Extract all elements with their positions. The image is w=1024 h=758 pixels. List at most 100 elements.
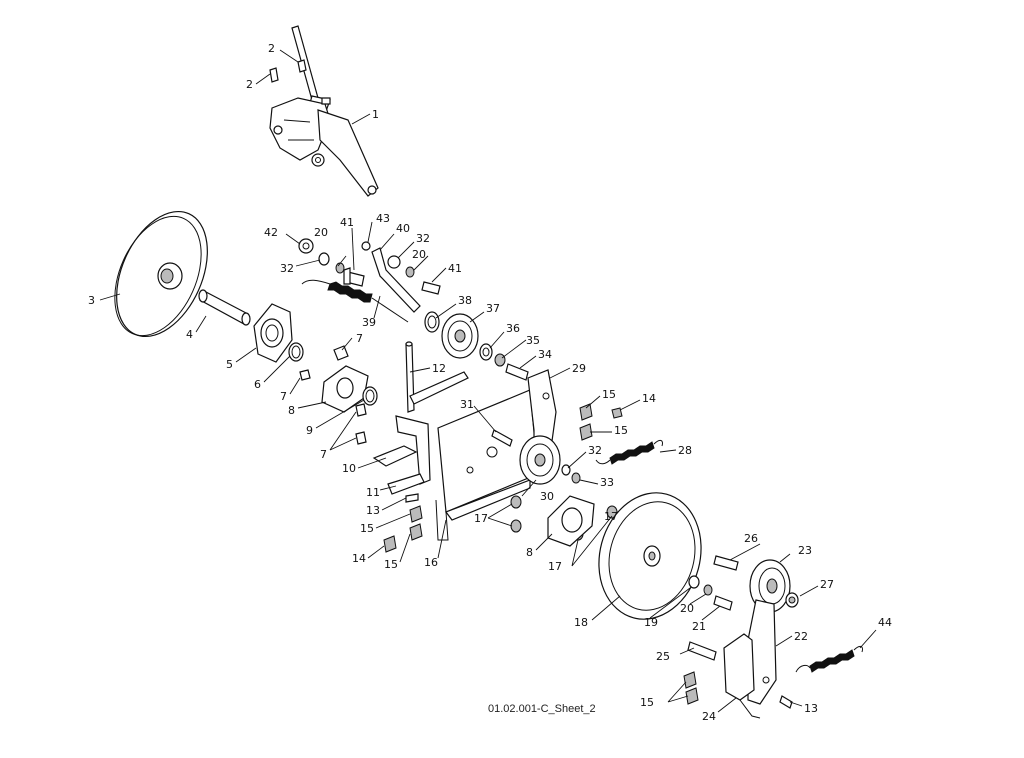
part-nut-35	[494, 353, 506, 367]
part-shift-lever	[269, 25, 379, 197]
part-bolts-15-14-upper	[579, 403, 623, 441]
callout-15a: 15	[360, 522, 374, 535]
callout-9: 9	[306, 424, 313, 437]
part-bracket-24	[723, 633, 761, 719]
part-flange-8-lower	[547, 495, 595, 547]
callout-29: 29	[572, 362, 586, 375]
part-bolts-15-lower	[683, 671, 699, 705]
part-bolt-25	[687, 641, 717, 661]
part-ring-6	[288, 342, 304, 362]
part-flange-8-upper	[321, 365, 369, 413]
callout-2a: 2	[268, 42, 275, 55]
part-drive-pulley-18	[598, 492, 702, 620]
callout-34: 34	[538, 348, 552, 361]
callout-13a: 13	[366, 504, 380, 517]
part-bolt-41-right	[421, 281, 441, 295]
part-main-plate-16	[435, 389, 539, 541]
callout-26: 26	[744, 532, 758, 545]
callout-37: 37	[486, 302, 500, 315]
callout-2b: 2	[246, 78, 253, 91]
part-washers-19-20	[688, 575, 713, 596]
callout-8a: 8	[288, 404, 295, 417]
callout-labels: 1 2 2 3 4 5 6 7 7 7 8 8 9 10 11 12 13 13…	[88, 42, 892, 723]
callout-30: 30	[540, 490, 554, 503]
part-nut-27	[785, 592, 799, 608]
callout-11: 11	[366, 486, 380, 499]
callout-1: 1	[372, 108, 379, 121]
sheet-label: 01.02.001-C_Sheet_2	[488, 703, 596, 715]
part-bolts-13-15-14-left	[383, 493, 423, 553]
callout-22: 22	[794, 630, 808, 643]
callout-10: 10	[342, 462, 356, 475]
part-pin-13-lower	[779, 695, 793, 709]
callout-23: 23	[798, 544, 812, 557]
callout-6: 6	[254, 378, 261, 391]
part-washers-42-32-20	[298, 238, 345, 274]
part-rod-12	[405, 341, 469, 413]
callout-21: 21	[692, 620, 706, 633]
part-washer-36	[479, 343, 493, 361]
part-washers-32-20-right	[387, 255, 415, 278]
part-bolts-7	[299, 345, 367, 445]
callout-15d: 15	[614, 424, 628, 437]
callout-13b: 13	[804, 702, 818, 715]
part-bolt-34	[505, 363, 529, 381]
callout-17b: 17	[548, 560, 562, 573]
part-bearing-37	[441, 313, 479, 359]
part-shaft	[198, 289, 251, 326]
callout-25: 25	[656, 650, 670, 663]
callout-14a: 14	[352, 552, 366, 565]
callout-32a: 32	[280, 262, 294, 275]
callout-15c: 15	[602, 388, 616, 401]
callout-31: 31	[460, 398, 474, 411]
callout-7b: 7	[280, 390, 287, 403]
part-bushing-38	[424, 311, 440, 333]
part-friction-disc	[114, 210, 208, 338]
part-pins-2	[269, 59, 307, 83]
callout-7c: 7	[320, 448, 327, 461]
part-bracket-10-11	[372, 415, 431, 495]
callout-43: 43	[376, 212, 390, 225]
callout-38: 38	[458, 294, 472, 307]
callout-18: 18	[574, 616, 588, 629]
callout-40: 40	[396, 222, 410, 235]
part-bolt-21	[713, 595, 733, 611]
part-idler-pulley-23	[749, 559, 791, 613]
callout-33: 33	[600, 476, 614, 489]
part-lever-40	[361, 241, 421, 313]
callout-8b: 8	[526, 546, 533, 559]
callout-12: 12	[432, 362, 446, 375]
part-washer-32-33	[561, 464, 581, 484]
callout-27: 27	[820, 578, 834, 591]
callout-15b: 15	[384, 558, 398, 571]
callout-5: 5	[226, 358, 233, 371]
callout-20c: 20	[680, 602, 694, 615]
callout-42: 42	[264, 226, 278, 239]
part-spring-44	[795, 645, 863, 673]
callout-41a: 41	[340, 216, 354, 229]
callout-32c: 32	[588, 444, 602, 457]
callout-17c: 17	[604, 510, 618, 523]
callout-41b: 41	[448, 262, 462, 275]
part-pulley-30	[519, 435, 561, 485]
callout-44: 44	[878, 616, 892, 629]
callout-4: 4	[186, 328, 193, 341]
part-bolt-31	[491, 429, 513, 447]
part-spring-28	[595, 439, 663, 465]
callout-15e: 15	[640, 696, 654, 709]
leader-lines	[99, 49, 877, 713]
callout-32b: 32	[416, 232, 430, 245]
callout-24: 24	[702, 710, 716, 723]
callout-3: 3	[88, 294, 95, 307]
part-bearing-flange-5	[253, 303, 293, 363]
callout-7a: 7	[356, 332, 363, 345]
callout-16: 16	[424, 556, 438, 569]
callout-36: 36	[506, 322, 520, 335]
part-bolt-41-left	[343, 267, 365, 287]
callout-20b: 20	[412, 248, 426, 261]
callout-19: 19	[644, 616, 658, 629]
callout-20a: 20	[314, 226, 328, 239]
callout-28: 28	[678, 444, 692, 457]
